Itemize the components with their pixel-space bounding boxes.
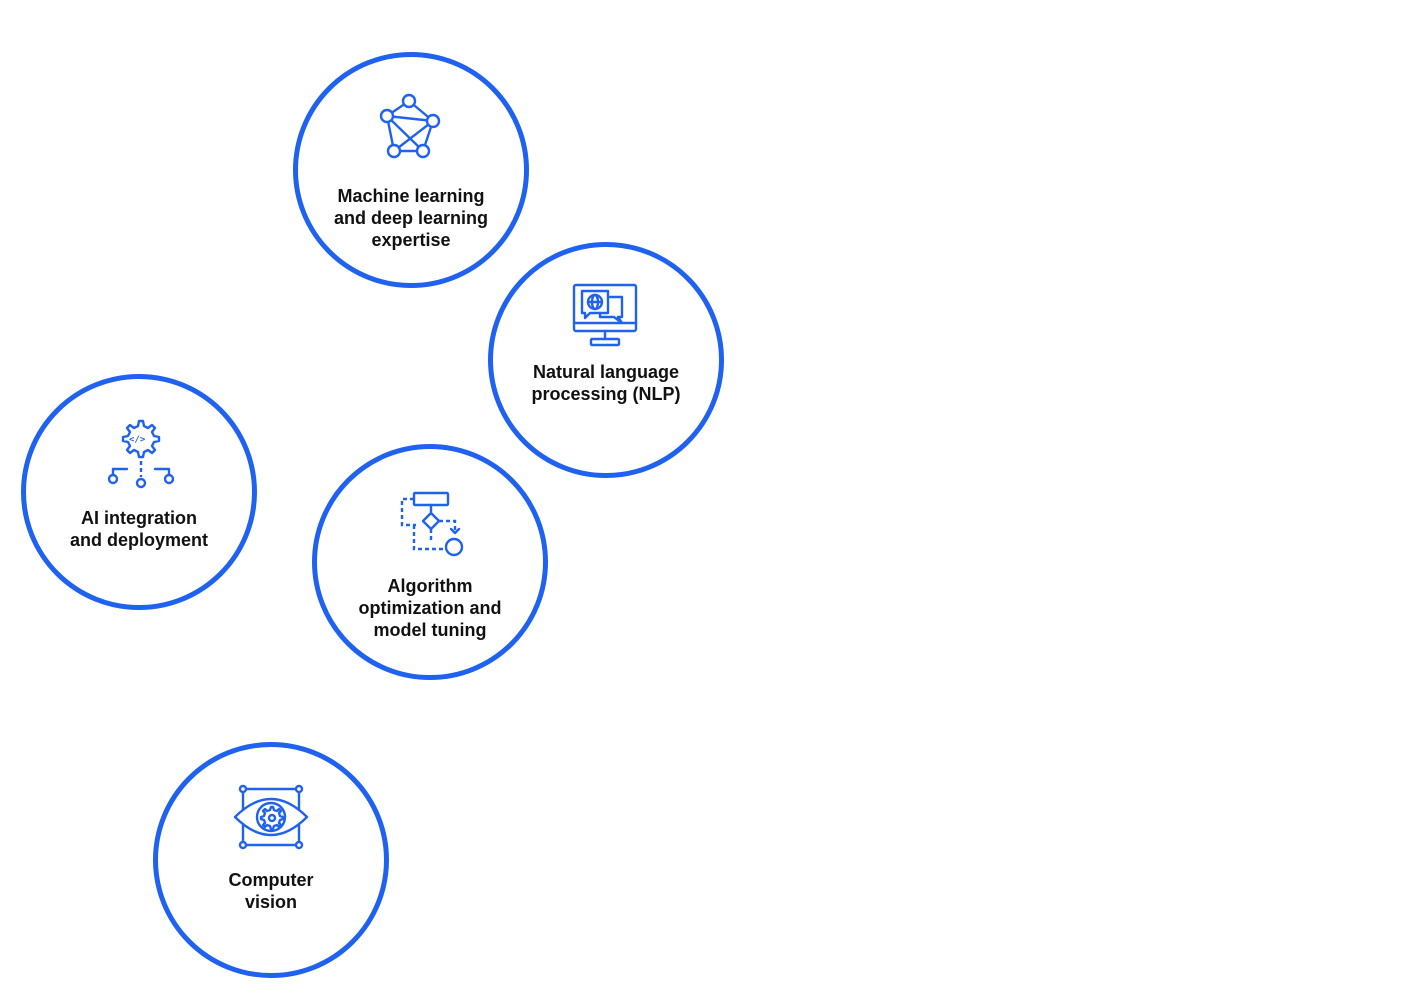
label-nlp: Natural language processing (NLP) xyxy=(531,362,681,404)
gear-code-network-icon: </> xyxy=(99,415,179,495)
monitor-chat-globe-icon xyxy=(566,277,646,357)
label-computer-vision: Computer vision xyxy=(228,870,314,912)
label-algorithm-optimization: Algorithm optimization and model tuning xyxy=(358,576,502,640)
circle-nlp: Natural language processing (NLP) xyxy=(488,242,724,478)
neural-network-icon xyxy=(371,89,451,169)
flowchart-icon xyxy=(390,485,470,565)
circle-computer-vision: Computer vision xyxy=(153,742,389,978)
circle-ai-integration: </> AI integration and deployment xyxy=(21,374,257,610)
label-machine-learning: Machine learning and deep learning exper… xyxy=(333,186,489,250)
circle-algorithm-optimization: Algorithm optimization and model tuning xyxy=(312,444,548,680)
label-ai-integration: AI integration and deployment xyxy=(69,508,208,550)
svg-text:</>: </> xyxy=(129,435,146,445)
eye-gear-icon xyxy=(231,777,311,857)
circle-machine-learning: Machine learning and deep learning exper… xyxy=(293,52,529,288)
